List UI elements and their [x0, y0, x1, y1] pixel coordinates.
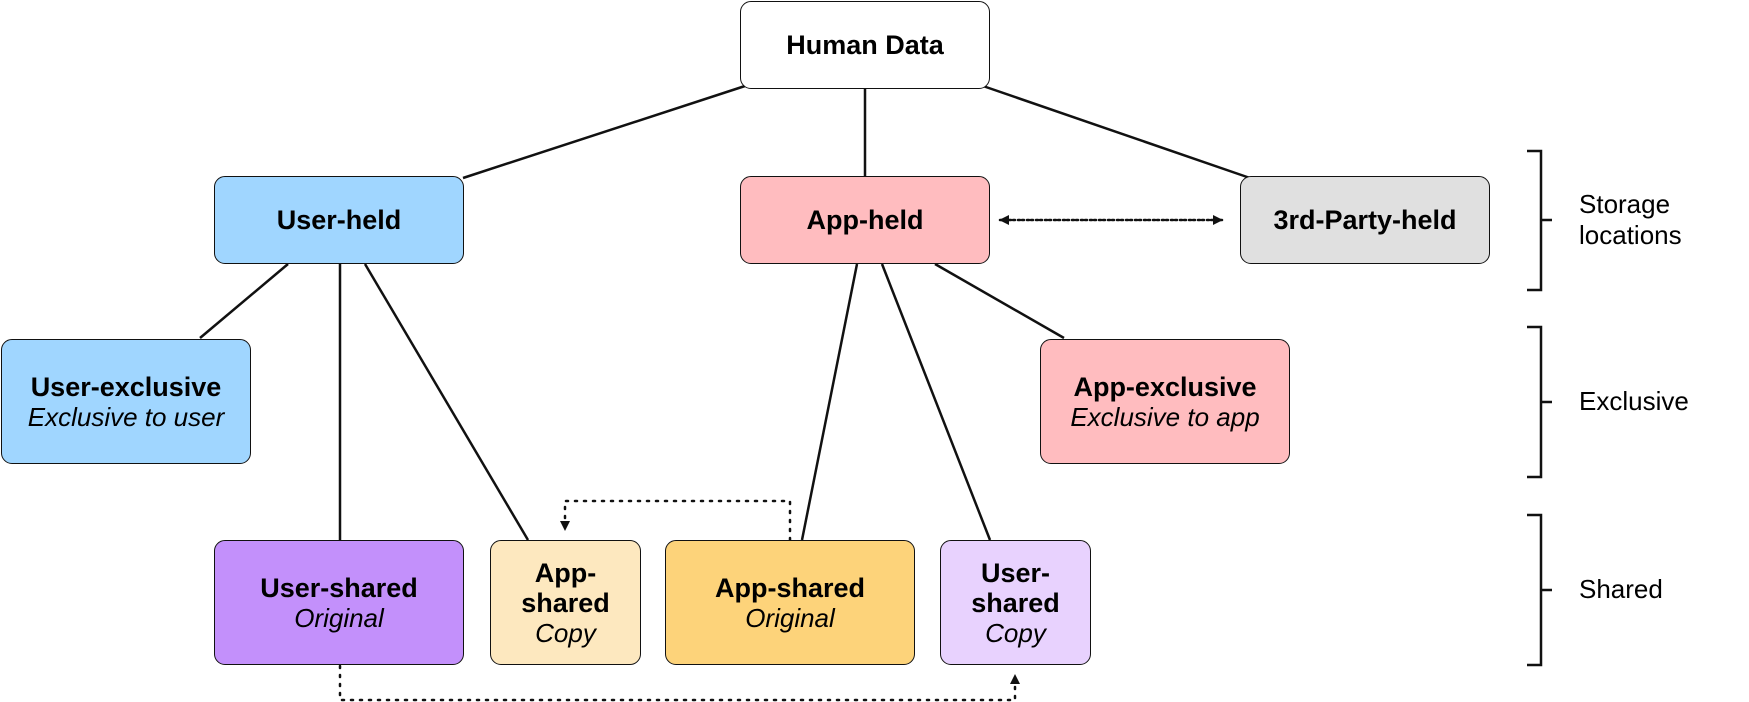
node-title: Human Data [786, 30, 944, 60]
node-app-shared-copy: App-shared Copy [490, 540, 641, 665]
level-label-text: Exclusive [1579, 386, 1689, 416]
node-user-held: User-held [214, 176, 464, 264]
node-human-data: Human Data [740, 1, 990, 89]
node-third-party-held: 3rd-Party-held [1240, 176, 1490, 264]
edge-user-held-app-shared-copy [363, 263, 530, 541]
node-app-exclusive: App-exclusive Exclusive to app [1040, 339, 1290, 464]
node-title: User-shared [260, 572, 418, 603]
level-label-storage-locations: Storage locations [1579, 189, 1719, 251]
node-user-shared-original: User-shared Original [214, 540, 464, 665]
edge-root-user-held [462, 84, 746, 180]
node-subtitle: Copy [535, 617, 596, 648]
edge-app-held-user-shared-copy [880, 263, 992, 541]
node-title: App-shared [521, 557, 610, 618]
bracket-shared [1527, 513, 1552, 667]
node-title: App-held [806, 205, 924, 235]
level-label-text: Storage locations [1579, 189, 1682, 250]
node-user-shared-copy: User-shared Copy [940, 540, 1091, 665]
node-title: User-held [276, 205, 402, 235]
node-title: 3rd-Party-held [1273, 205, 1457, 235]
node-subtitle: Exclusive to user [27, 401, 225, 432]
node-subtitle: Copy [985, 617, 1046, 648]
arrow-user-shared-original-to-copy [338, 664, 1020, 702]
edge-user-held-user-exclusive [199, 263, 289, 339]
bracket-storage-locations [1527, 149, 1552, 292]
edge-root-third-party-held [982, 84, 1251, 180]
node-title: User-exclusive [30, 371, 222, 402]
node-subtitle: Original [294, 602, 384, 633]
level-label-text: Shared [1579, 574, 1663, 604]
node-subtitle: Exclusive to app [1070, 401, 1260, 432]
node-app-shared-original: App-shared Original [665, 540, 915, 665]
edge-app-held-app-shared-original [800, 263, 859, 541]
arrow-app-shared-original-to-copy [560, 499, 792, 542]
node-title: App-shared [714, 572, 866, 603]
node-title: App-exclusive [1073, 371, 1257, 402]
level-label-shared: Shared [1579, 574, 1663, 605]
node-title: User-shared [971, 557, 1060, 618]
level-label-exclusive: Exclusive [1579, 386, 1689, 417]
bracket-exclusive [1527, 325, 1552, 479]
node-user-exclusive: User-exclusive Exclusive to user [1, 339, 251, 464]
node-app-held: App-held [740, 176, 990, 264]
edge-app-held-app-exclusive [934, 262, 1065, 340]
node-subtitle: Original [745, 602, 835, 633]
